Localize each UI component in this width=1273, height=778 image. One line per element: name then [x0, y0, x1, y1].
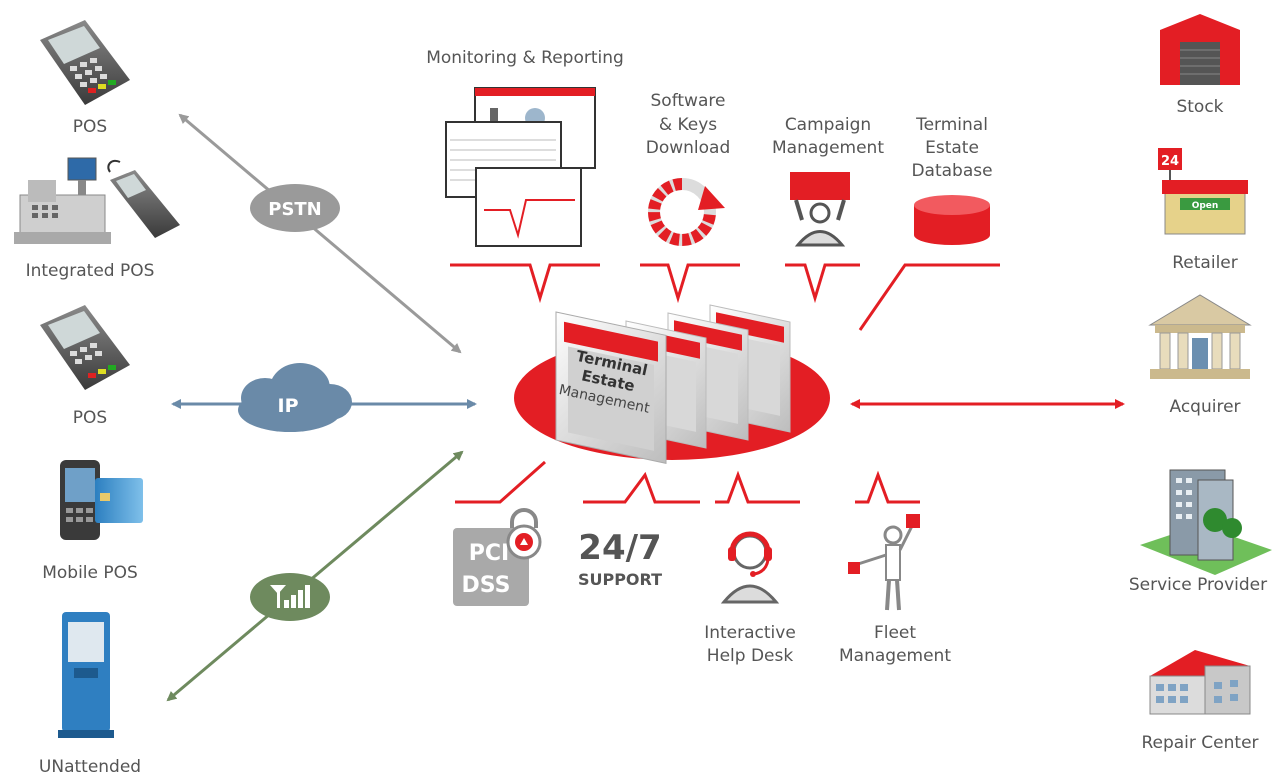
helpdesk-label-2: Help Desk [707, 646, 794, 666]
db-connector [858, 263, 1000, 331]
helpdesk-label-1: Interactive [704, 623, 796, 643]
software-label-2: & Keys [659, 115, 717, 135]
ip-cloud: IP [238, 363, 352, 432]
pos-mid-device: POS [40, 305, 130, 428]
pos-terminal-icon [40, 305, 130, 390]
db-label-2: Estate [925, 138, 979, 158]
service-provider-party: Service Provider [1129, 469, 1272, 595]
pstn-label: PSTN [268, 199, 322, 220]
software-connector [640, 263, 740, 304]
repair-center-party: Repair Center [1141, 650, 1259, 753]
helpdesk-connector [715, 470, 800, 504]
interactive-help-desk: Interactive Help Desk [704, 470, 800, 666]
mobile-pos-label: Mobile POS [42, 563, 138, 583]
tem-hub: Terminal Estate Management [514, 304, 830, 464]
repair-center-label: Repair Center [1141, 733, 1258, 753]
warehouse-icon [1160, 14, 1240, 85]
pos-terminal-icon [40, 20, 130, 105]
cash-register-icon [14, 157, 111, 244]
garage-building-icon [1149, 650, 1251, 715]
person-sign-icon [790, 172, 850, 247]
office-tower-icon [1140, 469, 1272, 575]
fleet-label-1: Fleet [874, 623, 916, 643]
terminal-estate-database: Terminal Estate Database [858, 115, 1000, 331]
signal-bars-icon [270, 585, 310, 608]
pci-connector [455, 460, 546, 504]
fleet-label-2: Management [839, 646, 951, 666]
acquirer-party: Acquirer [1148, 294, 1252, 417]
ip-label: IP [278, 395, 299, 417]
pos-top-device: POS [40, 20, 130, 137]
db-label-3: Database [911, 161, 992, 181]
campaign-label-1: Campaign [785, 115, 871, 135]
stock-party: Stock [1160, 14, 1240, 117]
pci-line1: PCI [469, 541, 509, 566]
retailer-label: Retailer [1172, 253, 1238, 273]
pstn-link-arrow [178, 113, 462, 354]
pos-mid-label: POS [73, 408, 107, 428]
wireless-badge [250, 573, 330, 621]
pstn-badge: PSTN [250, 184, 340, 232]
software-keys-download: Software & Keys Download [640, 91, 740, 304]
mobile-pos-device: Mobile POS [42, 460, 143, 583]
campaign-connector [785, 263, 860, 304]
flag-signaller-icon [848, 514, 920, 611]
support-connector [583, 471, 700, 504]
support-big-label: 24/7 [578, 528, 661, 568]
stacked-cards [555, 304, 791, 464]
support-small-label: SUPPORT [578, 570, 662, 589]
convenience-store-icon: Open 24 [1158, 148, 1248, 235]
unattended-device: UNattended [39, 612, 141, 777]
unattended-label: UNattended [39, 757, 141, 777]
pos-top-label: POS [73, 117, 107, 137]
acquirer-label: Acquirer [1169, 397, 1240, 417]
monitoring-reporting: Monitoring & Reporting [426, 48, 624, 304]
fleet-connector [855, 470, 920, 504]
stock-label: Stock [1176, 97, 1223, 117]
retailer-24-sign: 24 [1161, 154, 1179, 169]
software-label-3: Download [646, 138, 731, 158]
padlock-icon [506, 508, 542, 560]
monitoring-connector [450, 263, 600, 304]
card-terminal-icon [107, 159, 180, 238]
pci-line2: DSS [462, 573, 511, 598]
retailer-party: Open 24 Retailer [1158, 148, 1248, 273]
credit-card-icon [95, 478, 143, 523]
campaign-label-2: Management [772, 138, 884, 158]
integrated-pos-device: Integrated POS [14, 157, 180, 281]
integrated-pos-label: Integrated POS [26, 261, 155, 281]
db-label-1: Terminal [915, 115, 988, 135]
bank-building-icon [1148, 294, 1252, 379]
fleet-management: Fleet Management [839, 470, 951, 666]
kiosk-icon [58, 612, 114, 738]
support-24-7: 24/7 SUPPORT [578, 471, 700, 589]
headset-agent-icon [720, 531, 780, 604]
wireless-link-arrow [166, 450, 464, 702]
cloud-icon [238, 363, 352, 432]
campaign-management: Campaign Management [772, 115, 884, 304]
service-provider-label: Service Provider [1129, 575, 1267, 595]
pci-dss: PCI DSS [453, 460, 546, 606]
software-label-1: Software [651, 91, 726, 111]
retailer-open-sign: Open [1192, 201, 1219, 211]
database-icon [914, 195, 990, 245]
mobile-phone-icon [60, 460, 100, 540]
monitoring-label: Monitoring & Reporting [426, 48, 624, 68]
report-screenshot-icon [445, 87, 596, 247]
download-progress-icon [648, 178, 725, 246]
